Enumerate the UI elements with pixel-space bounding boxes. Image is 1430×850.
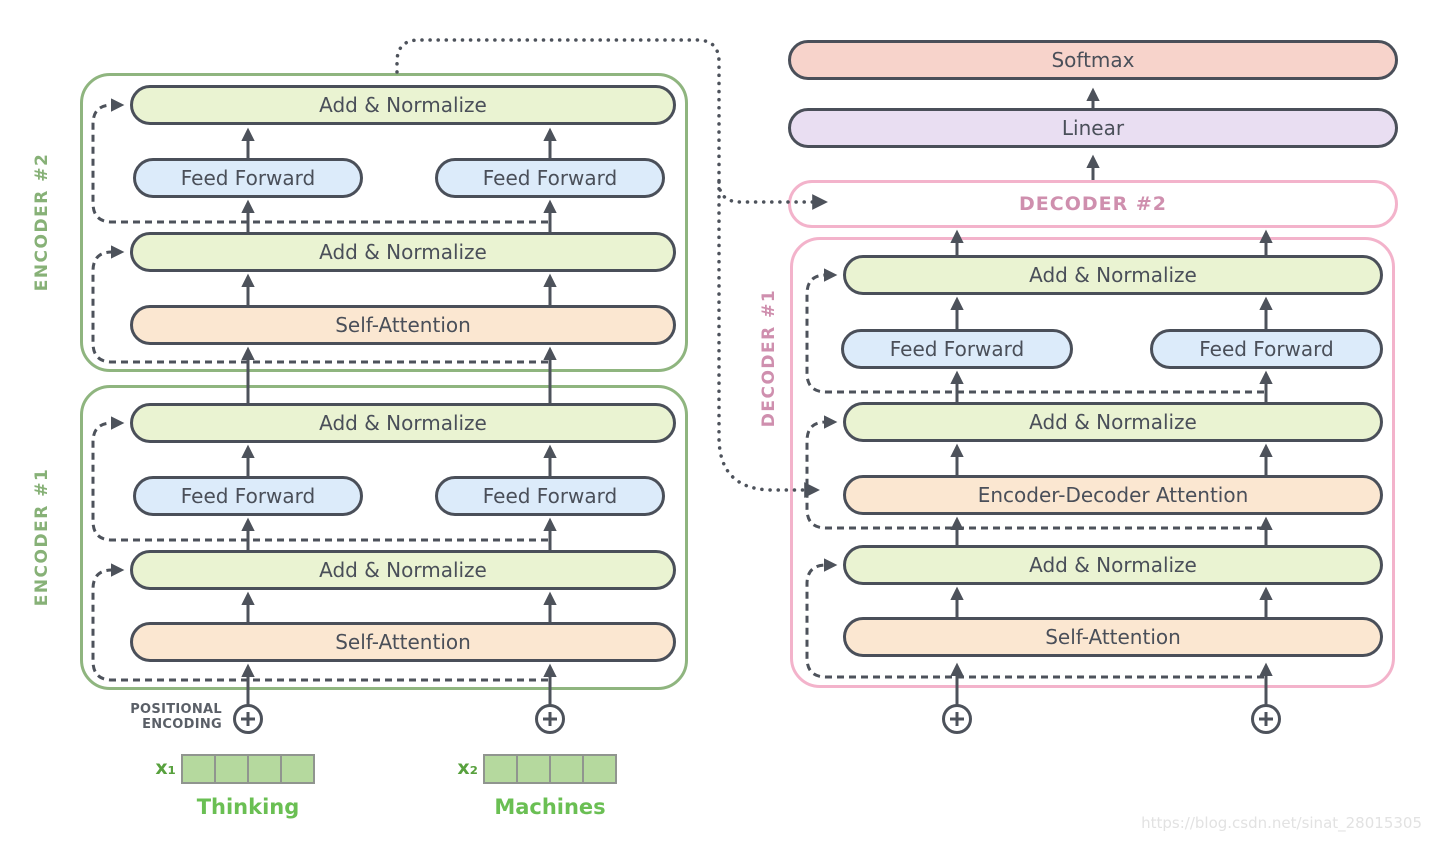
embedding-cell: [183, 756, 216, 782]
plus-circle-icon: [1251, 704, 1281, 734]
encoder1-self-attention: Self-Attention: [130, 622, 676, 662]
encoder2-feed-forward-right: Feed Forward: [435, 158, 665, 198]
decoder1-feed-forward-right: Feed Forward: [1150, 329, 1383, 369]
x1-label: x₁: [155, 757, 176, 779]
encoder1-add-normalize-top: Add & Normalize: [130, 403, 676, 443]
x1-embedding-vector: [181, 754, 315, 784]
decoder1-self-attention: Self-Attention: [843, 617, 1383, 657]
token-machines: Machines: [494, 795, 606, 819]
plus-circle-icon: [233, 704, 263, 734]
encoder2-add-normalize-mid: Add & Normalize: [130, 232, 676, 272]
decoder-1-stack-label: DECODER #1: [759, 288, 779, 428]
plus-circle-icons: [233, 704, 1281, 734]
embedding-cell: [518, 756, 551, 782]
linear-block: Linear: [788, 108, 1398, 148]
x2-embedding-vector: [483, 754, 617, 784]
embedding-cell: [282, 756, 313, 782]
decoder-2-label: DECODER #2: [1019, 193, 1167, 215]
encoder2-self-attention: Self-Attention: [130, 305, 676, 345]
embedding-cell: [584, 756, 615, 782]
decoder1-add-normalize-mid: Add & Normalize: [843, 402, 1383, 442]
decoder1-feed-forward-left: Feed Forward: [841, 329, 1073, 369]
decoder1-add-normalize-bottom: Add & Normalize: [843, 545, 1383, 585]
encoder2-add-normalize-top: Add & Normalize: [130, 85, 676, 125]
embedding-cell: [249, 756, 282, 782]
decoder1-encoder-decoder-attention: Encoder-Decoder Attention: [843, 475, 1383, 515]
embedding-cell: [216, 756, 249, 782]
embedding-cell: [485, 756, 518, 782]
watermark-url: https://blog.csdn.net/sinat_28015305: [1141, 814, 1422, 832]
encoder-1-box: [80, 385, 688, 690]
decoder1-add-normalize-top: Add & Normalize: [843, 255, 1383, 295]
positional-encoding-line1: POSITIONAL: [130, 702, 222, 717]
token-thinking: Thinking: [196, 795, 300, 819]
plus-circle-icon: [535, 704, 565, 734]
encoder2-feed-forward-left: Feed Forward: [133, 158, 363, 198]
encoder-2-stack-label: ENCODER #2: [32, 152, 52, 292]
encoder1-feed-forward-left: Feed Forward: [133, 476, 363, 516]
plus-circle-icon: [942, 704, 972, 734]
encoder1-add-normalize-mid: Add & Normalize: [130, 550, 676, 590]
encoder1-feed-forward-right: Feed Forward: [435, 476, 665, 516]
x2-label: x₂: [457, 757, 478, 779]
decoder-2-box: DECODER #2: [788, 180, 1398, 228]
encoder-1-stack-label: ENCODER #1: [32, 467, 52, 607]
positional-encoding-line2: ENCODING: [142, 717, 222, 732]
embedding-cell: [551, 756, 584, 782]
positional-encoding-label: POSITIONAL ENCODING: [100, 702, 222, 732]
softmax-block: Softmax: [788, 40, 1398, 80]
